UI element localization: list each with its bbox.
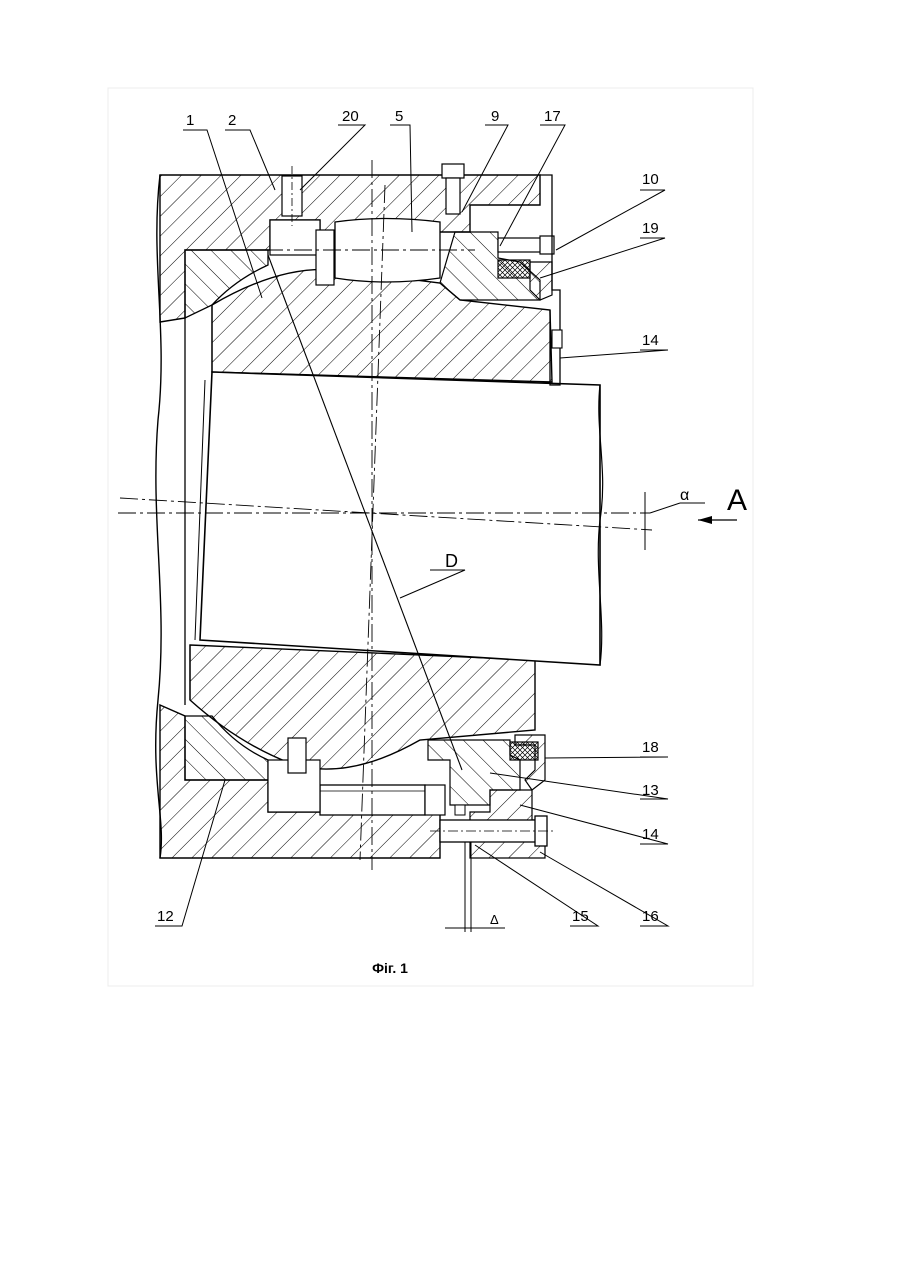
label-part-9: 9: [491, 108, 499, 125]
label-gap: Δ: [490, 912, 499, 927]
label-part-14-upper: 14: [642, 332, 659, 349]
label-part-5: 5: [395, 108, 403, 125]
figure-caption: Фіг. 1: [355, 960, 425, 976]
label-part-17: 17: [544, 108, 561, 125]
shaft: [195, 372, 603, 665]
bolt-16: [430, 816, 555, 846]
label-part-13: 13: [642, 782, 659, 799]
label-diameter: D: [445, 551, 458, 571]
roller-lower: [320, 785, 425, 815]
label-angle: α: [680, 487, 689, 504]
view-arrow: [698, 516, 737, 524]
label-part-2: 2: [228, 112, 236, 129]
label-part-18: 18: [642, 739, 659, 756]
label-part-15: 15: [572, 908, 589, 925]
label-part-16: 16: [642, 908, 659, 925]
label-part-12: 12: [157, 908, 174, 925]
label-part-20: 20: [342, 108, 359, 125]
label-part-19: 19: [642, 220, 659, 237]
label-part-1: 1: [186, 112, 194, 129]
seal-ring-upper: [440, 232, 554, 300]
label-view: A: [727, 484, 747, 517]
label-part-10: 10: [642, 171, 659, 188]
label-part-14-lower: 14: [642, 826, 659, 843]
angle-dimension: [645, 492, 705, 550]
